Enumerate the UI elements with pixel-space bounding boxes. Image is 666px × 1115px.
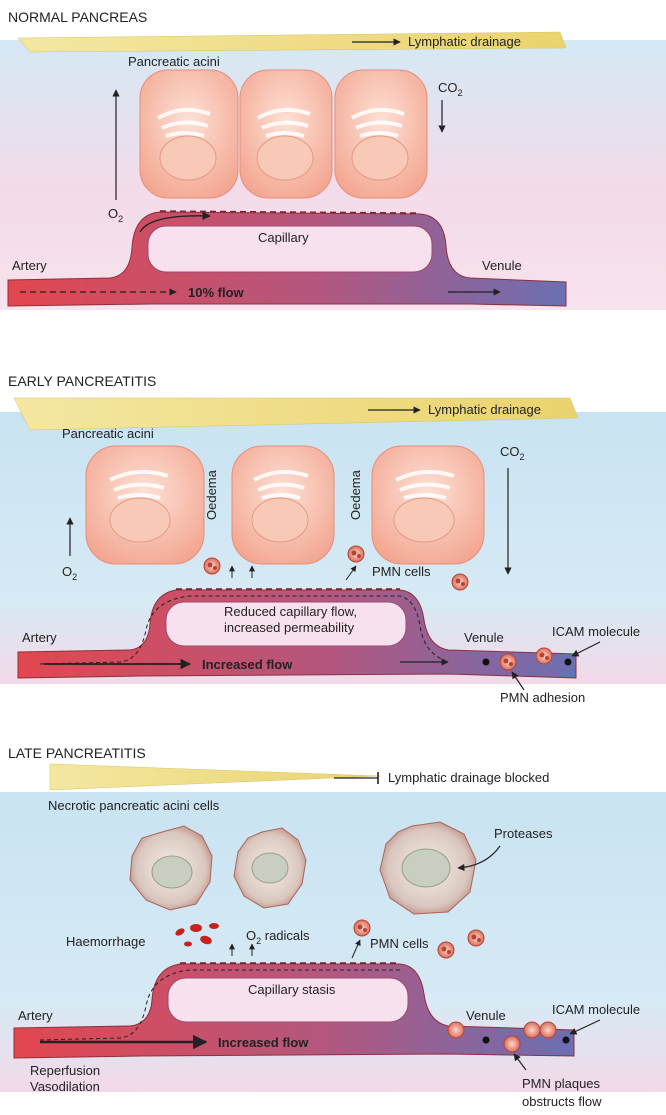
capillary-label-line2: increased permeability — [224, 620, 355, 635]
acinus-cell — [240, 70, 332, 198]
icam-label: ICAM molecule — [552, 624, 640, 639]
pmn-cells-label: PMN cells — [372, 564, 431, 579]
icam-label: ICAM molecule — [552, 1002, 640, 1017]
pmn-cell — [468, 930, 484, 946]
icam-molecule — [563, 1037, 570, 1044]
proteases-label: Proteases — [494, 826, 553, 841]
acinus-cell — [372, 446, 484, 564]
acinus-cell — [232, 446, 334, 564]
lymphatic-label: Lymphatic drainage — [408, 34, 521, 49]
icam-molecule — [565, 659, 572, 666]
panel-early: EARLY PANCREATITIS Lymphatic drainage Pa… — [0, 373, 666, 705]
pmn-cell — [452, 574, 468, 590]
pmn-adhesion-label: PMN adhesion — [500, 690, 585, 705]
acinus-cell — [335, 70, 427, 198]
pmn-plaques-label-line1: PMN plaques — [522, 1076, 601, 1091]
pmn-cell — [204, 558, 220, 574]
venule-label: Venule — [482, 258, 522, 273]
pmn-cell — [500, 654, 516, 670]
pmn-cell — [438, 942, 454, 958]
venule-label: Venule — [466, 1008, 506, 1023]
necrotic-label: Necrotic pancreatic acini cells — [48, 798, 220, 813]
pmn-cells-label: PMN cells — [370, 936, 429, 951]
lymphatic-label: Lymphatic drainage blocked — [388, 770, 549, 785]
heading-early: EARLY PANCREATITIS — [8, 373, 156, 389]
icam-molecule — [483, 1037, 490, 1044]
artery-label: Artery — [12, 258, 47, 273]
pmn-cell — [536, 648, 552, 664]
pmn-plaques-label-line2: obstructs flow — [522, 1094, 602, 1109]
panel-normal: NORMAL PANCREAS Lymphatic drainage Pancr… — [0, 9, 666, 310]
venule-label: Venule — [464, 630, 504, 645]
capillary-label: Capillary stasis — [248, 982, 336, 997]
pmn-cell — [354, 920, 370, 936]
haemorrhage-label: Haemorrhage — [66, 934, 146, 949]
oedema-label: Oedema — [204, 469, 219, 520]
acinus-cell — [86, 446, 204, 564]
flow-label: Increased flow — [202, 657, 293, 672]
acini-label: Pancreatic acini — [128, 54, 220, 69]
lymphatic-label: Lymphatic drainage — [428, 402, 541, 417]
heading-normal: NORMAL PANCREAS — [8, 9, 147, 25]
artery-label: Artery — [18, 1008, 53, 1023]
vasodilation-label: Vasodilation — [30, 1079, 100, 1094]
icam-molecule — [483, 659, 490, 666]
artery-label: Artery — [22, 630, 57, 645]
oedema-label: Oedema — [348, 469, 363, 520]
panel-late: LATE PANCREATITIS Lymphatic drainage blo… — [0, 745, 666, 1109]
acini-label: Pancreatic acini — [62, 426, 154, 441]
heading-late: LATE PANCREATITIS — [8, 745, 146, 761]
acinus-cell — [140, 70, 238, 198]
flow-label: Increased flow — [218, 1035, 309, 1050]
capillary-label-line1: Reduced capillary flow, — [224, 604, 357, 619]
flow-label: 10% flow — [188, 285, 245, 300]
capillary-label: Capillary — [258, 230, 309, 245]
lymphatic-vessel-blocked — [50, 764, 380, 790]
pmn-cell — [348, 546, 364, 562]
reperfusion-label: Reperfusion — [30, 1063, 100, 1078]
